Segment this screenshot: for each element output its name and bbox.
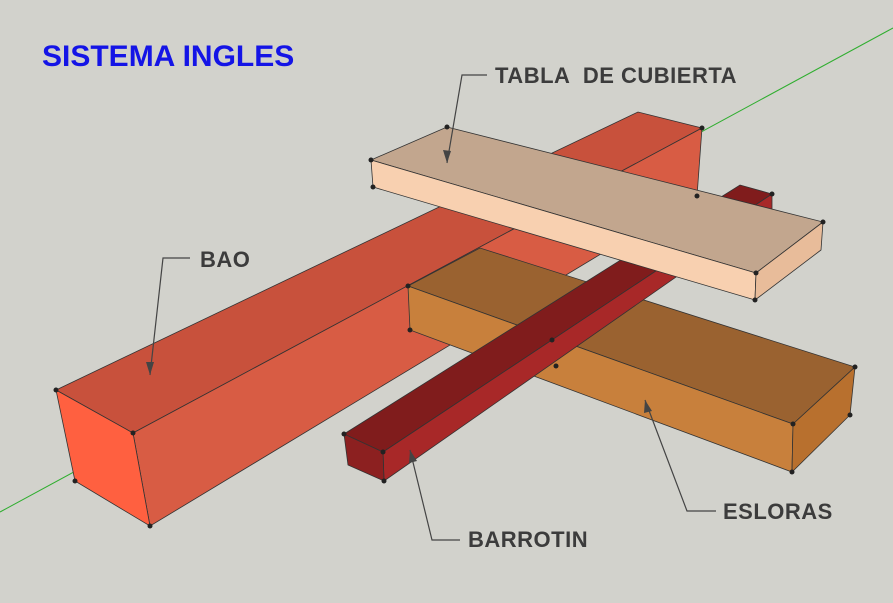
label-esloras: ESLORAS [723, 499, 833, 524]
leader-tabla [446, 74, 487, 164]
label-bao: BAO [200, 247, 251, 272]
leader-barrotin [409, 449, 460, 541]
tabla-end-face [754, 221, 824, 301]
leader-lines [149, 74, 716, 541]
label-tabla-de-cubierta: TABLA DE CUBIERTA [495, 63, 738, 88]
leader-bao [149, 257, 190, 376]
page-title: SISTEMA INGLES [42, 40, 295, 73]
arrow-bao [146, 362, 154, 375]
vertex-points [53, 124, 858, 529]
arrow-barrotin [409, 450, 417, 463]
arrow-tabla [443, 150, 451, 163]
leader-esloras [644, 399, 716, 512]
leader-arrowheads [146, 150, 652, 463]
tabla-plank [369, 126, 824, 301]
arrow-esloras [644, 400, 652, 413]
label-barrotin: BARROTIN [468, 527, 589, 552]
